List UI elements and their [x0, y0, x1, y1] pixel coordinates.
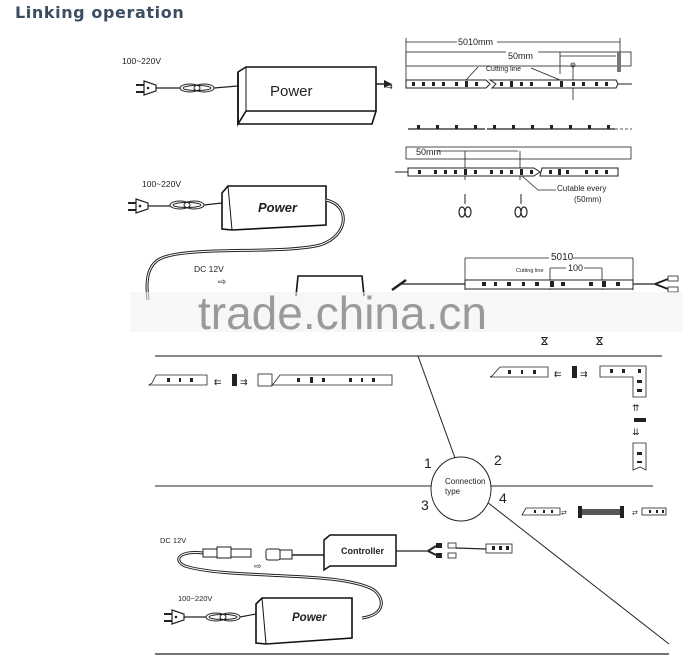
connection-types-diagram: Connection type 1 2 3 4 ⇇ ⇉ ⇇ ⇉ ⇈ [147, 355, 670, 655]
svg-text:⇄: ⇄ [632, 510, 638, 517]
svg-text:⇉: ⇉ [386, 82, 393, 91]
led-strip-side-view [408, 125, 632, 130]
section-2-power-and-cutting: 100~220V Power DC 12V ⇨ 50mm [127, 146, 679, 348]
power-label-3: Power [292, 612, 327, 624]
connection-label-line2: type [445, 487, 461, 496]
input-voltage-label-2: 100~220V [142, 179, 181, 189]
power-label-2: Power [258, 200, 298, 215]
connection-type-4-wire-link: ⇄ ⇄ [521, 506, 667, 518]
svg-text:⇊: ⇊ [632, 427, 640, 437]
input-voltage-label-3: 100~220V [178, 594, 212, 603]
svg-text:⇉: ⇉ [240, 377, 248, 387]
svg-text:⇄: ⇄ [561, 510, 567, 517]
quadrant-3-label: 3 [421, 497, 429, 513]
svg-text:⇇: ⇇ [214, 377, 222, 387]
coiled-cable-icon [179, 83, 215, 93]
led-strip-2 [395, 167, 619, 177]
connection-type-circle [430, 456, 492, 522]
coiled-cable-icon-2 [169, 200, 205, 210]
strip-length-label: 5010mm [458, 37, 493, 47]
controller-box: Controller [323, 534, 397, 572]
scissors-icon [458, 193, 472, 218]
svg-text:⇇: ⇇ [554, 369, 562, 379]
cutting-line-label-2: Cutting line [516, 268, 544, 274]
controller-label: Controller [341, 546, 384, 556]
cutting-line-label: Cutting line [486, 66, 521, 73]
output-voltage-label-3: DC 12V [160, 536, 186, 545]
strip-length-label-2: 5010 [551, 252, 574, 263]
segment-length-label-2: 50mm [416, 147, 441, 157]
svg-text:⇨: ⇨ [218, 277, 226, 288]
svg-text:⇈: ⇈ [632, 403, 640, 413]
coiled-cable-icon-3 [205, 612, 241, 622]
power-supply-box: Power [237, 66, 377, 127]
scissors-icon [514, 193, 528, 218]
plug-icon-3 [163, 609, 185, 625]
plug-icon [135, 80, 157, 96]
power-supply-box-3: Power [255, 597, 353, 645]
input-voltage-label: 100~220V [122, 56, 161, 66]
output-voltage-label: DC 12V [194, 264, 224, 274]
svg-text:⇉: ⇉ [580, 369, 588, 379]
cutable-value: (50mm) [574, 195, 602, 204]
segment-length-label: 50mm [508, 51, 533, 61]
led-strip-1: ⇉ [386, 79, 632, 91]
connection-label-line1: Connection [445, 477, 485, 486]
page-title: Linking operation [15, 3, 185, 22]
section-1-power-and-strip: 100~220V Power 5010mm 50mm Cutting line [122, 36, 632, 130]
scissors-icon: ⴵ [541, 336, 548, 348]
svg-text:⇨: ⇨ [254, 561, 262, 571]
quadrant-1-label: 1 [424, 455, 432, 471]
watermark: trade.china.cn [198, 287, 487, 339]
led-strip-3 [391, 275, 679, 293]
connection-type-1-straight: ⇇ ⇉ [147, 373, 393, 387]
connection-type-3-controller: DC 12V ⇨ Controller 100~220V [160, 534, 513, 645]
cutable-label: Cutable every [557, 184, 606, 193]
quadrant-4-label: 4 [499, 490, 507, 506]
power-supply-box-2: Power [221, 185, 327, 231]
connection-type-2-corner: ⇇ ⇉ ⇈ ⇊ [489, 365, 647, 471]
cut-spacing-label: 100 [568, 263, 583, 273]
power-label: Power [270, 83, 313, 100]
scissors-icon: ⴵ [596, 336, 603, 348]
plug-icon-2 [127, 198, 149, 214]
quadrant-2-label: 2 [494, 452, 502, 468]
